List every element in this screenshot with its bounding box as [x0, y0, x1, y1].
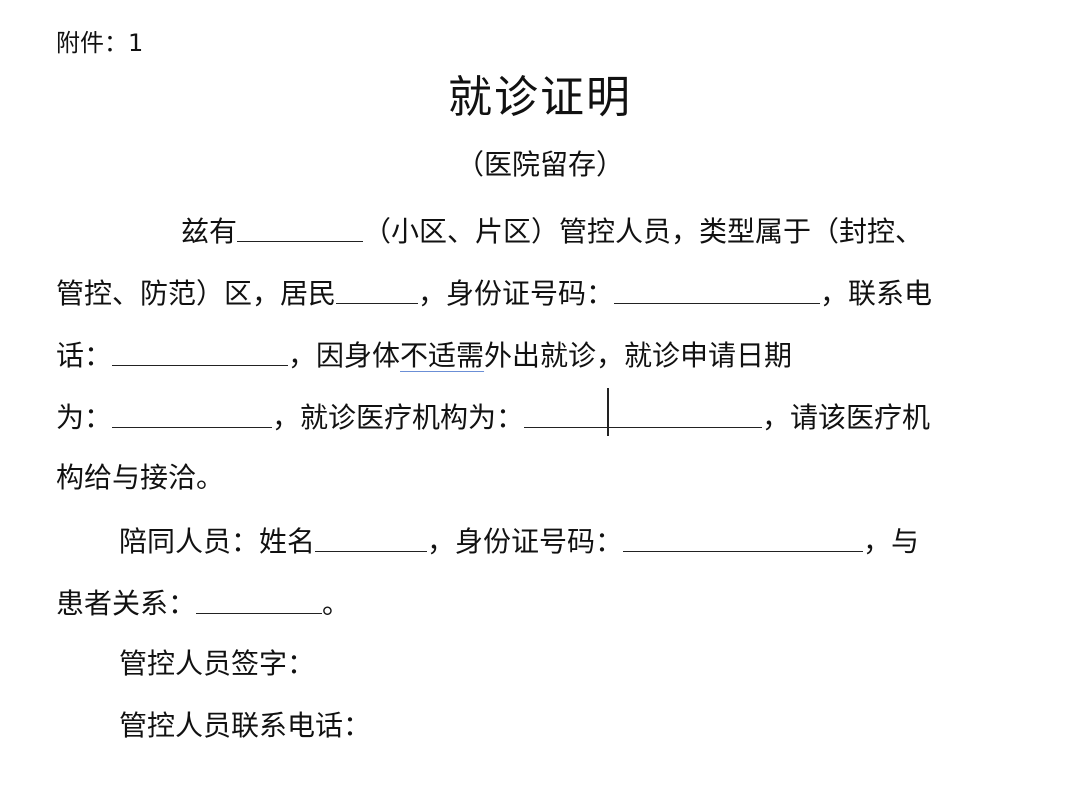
paragraph-line-2: 管控、防范）区，居民 ，身份证号码： ，联系电 [56, 275, 932, 311]
resident-name-blank[interactable] [336, 276, 419, 304]
text-segment: 构给与接洽。 [56, 461, 225, 494]
signature-label: 管控人员签字： [119, 647, 316, 680]
spellcheck-underlined-text: 不适需 [400, 339, 485, 372]
text-segment: 为： [56, 401, 113, 434]
text-segment: ，因身体 [288, 339, 401, 372]
medical-institution-blank[interactable] [524, 400, 763, 428]
paragraph-line-4: 为： ，就诊医疗机构为： ，请该医疗机 [56, 399, 930, 435]
text-segment: 外出就诊，就诊申请日期 [484, 339, 793, 372]
text-segment: ，身份证号码： [418, 277, 615, 310]
text-segment: 管控、防范）区，居民 [56, 277, 337, 310]
text-segment: 兹有 [181, 215, 238, 248]
text-segment: 陪同人员：姓名 [119, 525, 316, 558]
relationship-blank[interactable] [196, 586, 323, 614]
paragraph-line-6: 陪同人员：姓名 ，身份证号码： ，与 [119, 523, 919, 559]
text-cursor [607, 388, 609, 436]
paragraph-line-7: 患者关系： 。 [56, 585, 350, 621]
text-segment: ，与 [863, 525, 920, 558]
text-segment: 话： [56, 339, 113, 372]
paragraph-line-3: 话： ，因身体不适需外出就诊，就诊申请日期 [56, 337, 792, 373]
phone-blank[interactable] [112, 338, 289, 366]
text-segment: ，请该医疗机 [762, 401, 931, 434]
text-segment: ，身份证号码： [427, 525, 624, 558]
visit-date-blank[interactable] [112, 400, 273, 428]
document-subtitle: （医院留存） [455, 148, 624, 181]
paragraph-line-1: 兹有 （小区、片区）管控人员，类型属于（封控、 [181, 213, 923, 249]
text-segment: ，联系电 [820, 277, 933, 310]
document-title: 就诊证明 [448, 72, 632, 123]
community-blank[interactable] [237, 214, 364, 242]
paragraph-line-5: 构给与接洽。 [56, 461, 224, 495]
text-segment: （小区、片区）管控人员，类型属于（封控、 [363, 215, 924, 248]
text-segment: 患者关系： [56, 587, 197, 620]
text-segment: ，就诊医疗机构为： [272, 401, 525, 434]
text-segment: 。 [322, 587, 351, 620]
id-number-blank[interactable] [614, 276, 821, 304]
companion-name-blank[interactable] [315, 524, 428, 552]
companion-id-blank[interactable] [623, 524, 864, 552]
attachment-label: 附件：1 [56, 29, 144, 57]
contact-phone-label: 管控人员联系电话： [119, 709, 372, 742]
